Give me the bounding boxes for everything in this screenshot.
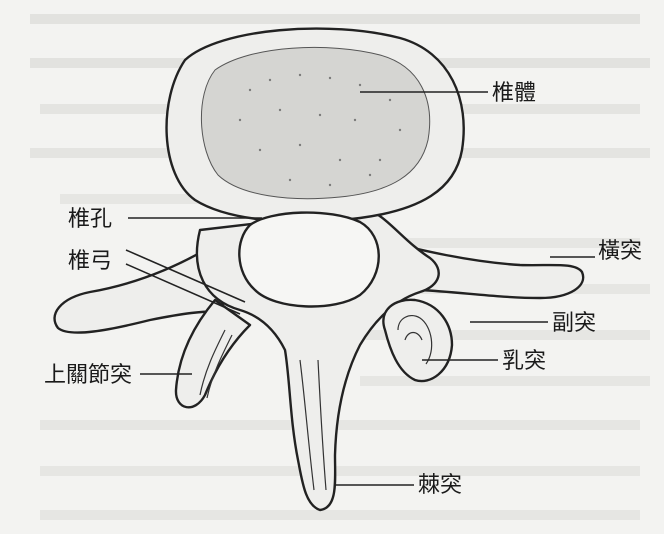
vertebral-body-shape xyxy=(167,29,464,222)
superior-articular-process xyxy=(176,300,250,407)
label-vertebral-foramen: 椎孔 xyxy=(68,207,112,232)
vertebral-foramen-shape xyxy=(239,213,378,307)
label-mammillary-process: 乳突 xyxy=(502,349,546,374)
label-vertebral-arch: 椎弓 xyxy=(68,249,112,274)
label-vertebral-body: 椎體 xyxy=(492,81,536,106)
label-transverse-process: 橫突 xyxy=(598,239,642,264)
label-accessory-process: 副突 xyxy=(552,311,596,336)
label-spinous-process: 棘突 xyxy=(418,473,462,498)
mammillary-process xyxy=(383,300,452,381)
label-superior-articular-process: 上關節突 xyxy=(44,363,132,388)
